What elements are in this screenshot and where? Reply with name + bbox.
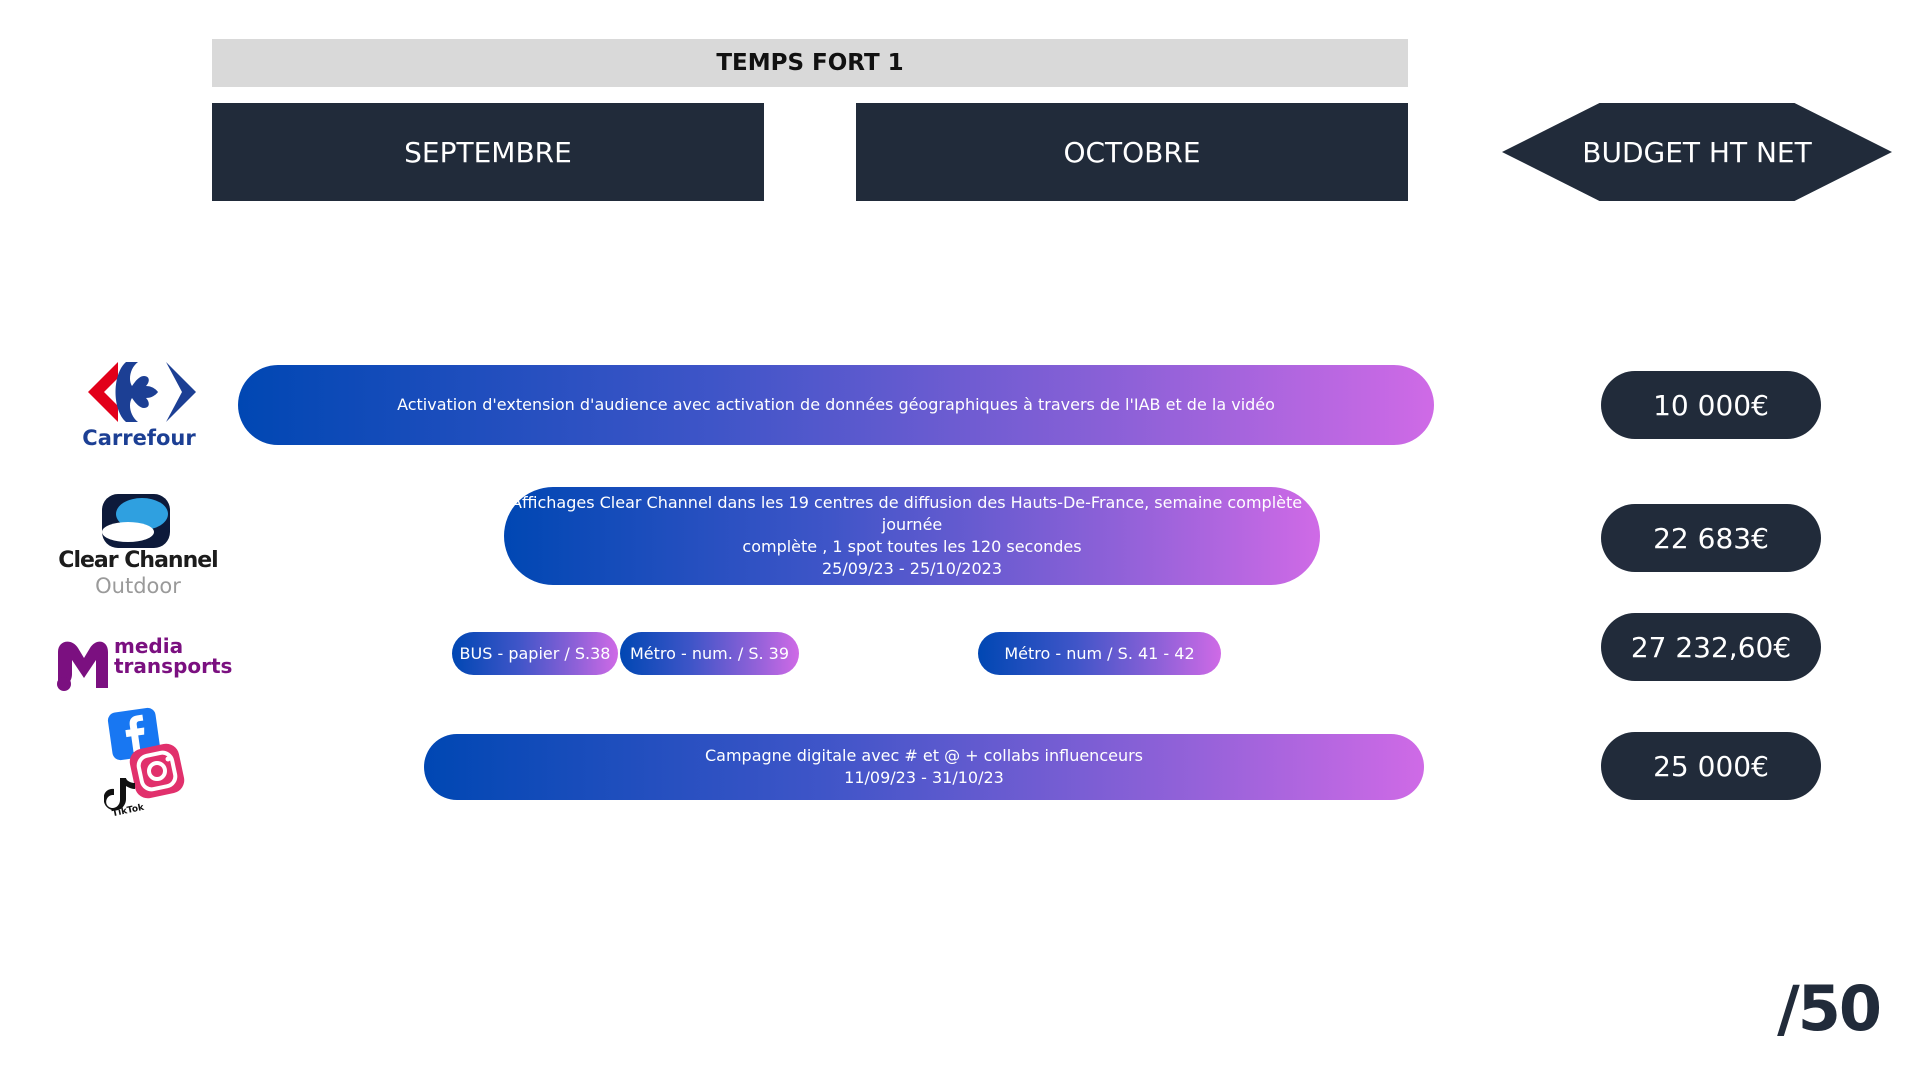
carrefour-wordmark: Carrefour — [82, 426, 196, 450]
metro-num-s39-bar: Métro - num. / S. 39 — [620, 632, 799, 675]
social-campaign-line-2: 11/09/23 - 31/10/23 — [844, 768, 1004, 787]
clear-channel-budget: 22 683€ — [1601, 504, 1821, 572]
carrefour-logo: Carrefour — [74, 358, 204, 458]
carrefour-campaign-bar: Activation d'extension d'audience avec a… — [238, 365, 1434, 445]
bus-papier-bar: BUS - papier / S.38 — [452, 632, 618, 675]
page-number: /50 — [1777, 971, 1882, 1045]
metro-num-s41-42-text: Métro - num / S. 41 - 42 — [1004, 643, 1195, 663]
clear-channel-wordmark-line2: Outdoor — [95, 574, 181, 598]
media-transports-wordmark-2: transports — [114, 654, 233, 678]
month-october: OCTOBRE — [856, 103, 1408, 201]
month-september: SEPTEMBRE — [212, 103, 764, 201]
media-transports-wordmark-1: media — [114, 634, 184, 658]
temps-fort-banner: TEMPS FORT 1 — [212, 39, 1408, 87]
instagram-icon — [129, 743, 185, 799]
clear-channel-icon — [102, 494, 170, 548]
tiktok-icon — [104, 778, 135, 811]
clear-channel-line-3: 25/09/23 - 25/10/2023 — [821, 559, 1003, 578]
clear-channel-wordmark-line1: Clear Channel — [58, 548, 218, 573]
clear-channel-line-1: Affichages Clear Channel dans les 19 cen… — [511, 493, 1313, 534]
social-networks-logo: TikTok — [104, 706, 194, 826]
bus-papier-text: BUS - papier / S.38 — [459, 643, 611, 663]
metro-num-s41-42-bar: Métro - num / S. 41 - 42 — [978, 632, 1221, 675]
clear-channel-logo: Clear Channel Outdoor — [52, 492, 224, 604]
social-campaign-line-1: Campagne digitale avec # et @ + collabs … — [704, 746, 1144, 765]
clear-channel-campaign-bar: Affichages Clear Channel dans les 19 cen… — [504, 487, 1320, 585]
metro-num-s39-text: Métro - num. / S. 39 — [629, 643, 790, 663]
media-transports-budget: 27 232,60€ — [1601, 613, 1821, 681]
clear-channel-line-2: complète , 1 spot toutes les 120 seconde… — [742, 537, 1082, 556]
carrefour-campaign-text: Activation d'extension d'audience avec a… — [397, 395, 1275, 414]
social-budget: 25 000€ — [1601, 732, 1821, 800]
carrefour-budget: 10 000€ — [1601, 371, 1821, 439]
media-transports-m-icon — [57, 641, 108, 691]
budget-header: BUDGET HT NET — [1502, 103, 1892, 201]
media-transports-logo: media transports — [54, 634, 232, 694]
social-campaign-bar: Campagne digitale avec # et @ + collabs … — [424, 734, 1424, 800]
facebook-icon — [107, 707, 161, 761]
